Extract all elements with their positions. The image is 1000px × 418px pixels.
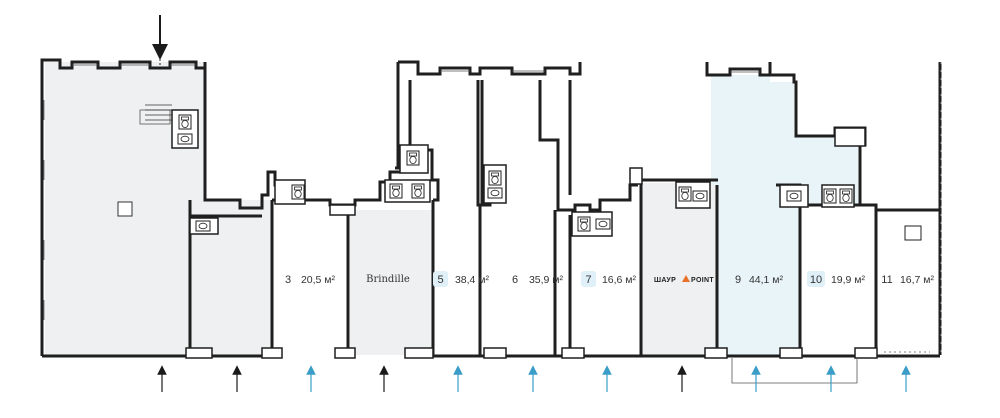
unit-5-badge [433, 271, 448, 287]
unit-6-number: 6 [512, 274, 518, 286]
unit-7-number: 7 [585, 274, 591, 286]
flame-icon [682, 275, 690, 282]
bathroom-fixtures [171, 109, 922, 241]
unit-11-label[interactable]: 11 16,7 м² [881, 274, 934, 286]
sink-icon [595, 218, 611, 230]
unit-6-area: 35,9 м² [529, 274, 564, 286]
sink-icon [786, 190, 802, 202]
unit-6-label[interactable]: 6 35,9 м² [512, 274, 564, 286]
entrance-arrows [157, 365, 911, 392]
unit-3-label[interactable]: 3 20,5 м² [285, 274, 336, 286]
toilet-icon [411, 183, 425, 199]
unit-7-badge [581, 271, 596, 287]
unit-4-brand: Brindille [366, 274, 410, 285]
unit-10-label[interactable]: 10 19,9 м² [807, 271, 866, 287]
unit-8-logo: ШАУР POINT [654, 275, 714, 284]
sink-icon [692, 190, 708, 202]
sink-icon [177, 133, 193, 145]
toilet-icon [291, 184, 305, 200]
toilet-icon [178, 114, 192, 130]
toilet-icon [389, 183, 403, 199]
unit-8-floor[interactable] [641, 183, 717, 355]
unit-7-area: 16,6 м² [602, 274, 637, 286]
toilet-icon [488, 170, 502, 186]
unit-8-brand-part2: POINT [691, 277, 714, 284]
unit-4-floor[interactable] [350, 210, 433, 355]
toilet-icon [577, 216, 591, 232]
unit-10-badge [807, 271, 825, 287]
entrance-step [731, 358, 858, 384]
unit-11-number: 11 [881, 274, 892, 286]
unit-11-area: 16,7 м² [900, 274, 935, 286]
unit-10-number: 10 [810, 274, 822, 286]
facade-columns [117, 127, 878, 359]
unit-8-brand-part1: ШАУР [654, 277, 676, 284]
stair [145, 104, 172, 121]
sink-icon [487, 187, 503, 199]
unit-5-number: 5 [437, 274, 443, 286]
toilet-icon [823, 188, 837, 204]
unit-9-area: 44,1 м² [749, 274, 784, 286]
toilet-icon [839, 188, 853, 204]
unit-3-area: 20,5 м² [301, 274, 336, 286]
toilet-icon [678, 186, 692, 202]
unit-labels: 3 20,5 м² Brindille 5 38,4 м² 6 35,9 м² … [285, 271, 935, 287]
unit-9-label[interactable]: 9 44,1 м² [735, 274, 784, 286]
unit-9-number: 9 [735, 274, 741, 286]
unit-2-floor[interactable] [190, 218, 272, 355]
unit-10-area: 19,9 м² [831, 274, 866, 286]
unit-3-floor[interactable] [272, 210, 348, 355]
unit-5-area: 38,4 м² [455, 274, 490, 286]
unit-9-floor[interactable] [711, 75, 858, 355]
unit-7-label[interactable]: 7 16,6 м² [581, 271, 637, 287]
sink-icon [195, 220, 211, 232]
toilet-icon [406, 150, 420, 166]
unit-5-label[interactable]: 5 38,4 м² [433, 271, 490, 287]
unit-3-number: 3 [285, 274, 291, 286]
